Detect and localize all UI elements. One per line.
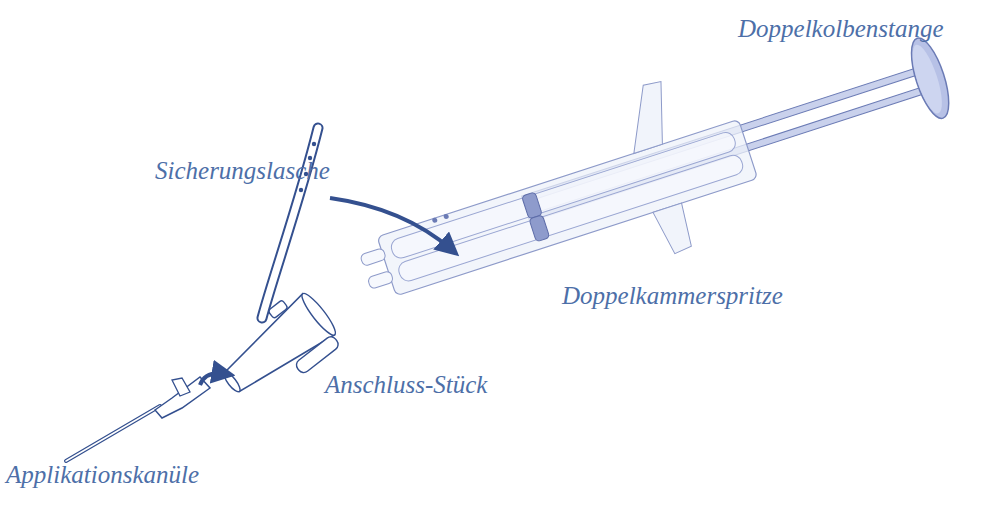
part-label: Applikationskanüle (6, 460, 199, 490)
double-chamber-syringe (337, 0, 971, 346)
part-label: Anschluss-Stück (325, 370, 487, 400)
part-label: Doppelkammerspritze (562, 281, 783, 311)
part-label: Sicherungslasche (155, 156, 330, 186)
part-label: Doppelkolbenstange (738, 14, 944, 44)
application-cannula (66, 373, 226, 461)
safety-tab (262, 128, 452, 318)
